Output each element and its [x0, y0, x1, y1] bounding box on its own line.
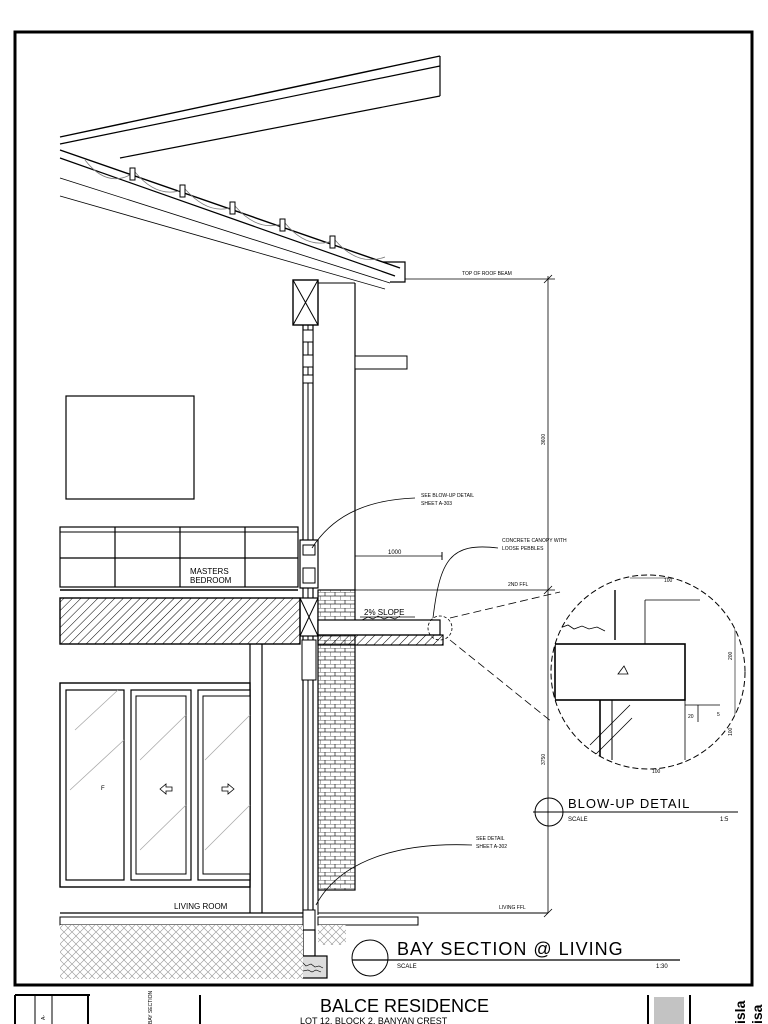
blowup-dim-100-top: 100: [664, 578, 673, 584]
second-ffl-label: 2ND FFL: [508, 582, 529, 588]
dim-3750: 3750: [541, 754, 547, 765]
see-detail-line1: SEE DETAIL: [476, 836, 505, 842]
living-room-doors: [59, 644, 263, 913]
roof: [59, 55, 441, 290]
dim-1000: 1000: [388, 550, 402, 556]
floor-slab: [59, 589, 444, 646]
title-block: [14, 994, 691, 1024]
blowup-title: BLOW-UP DETAIL: [568, 796, 690, 811]
blowup-scale-label: SCALE: [568, 817, 588, 823]
dim-3600: 3600: [541, 434, 547, 445]
sheet-border: [13, 30, 754, 987]
sheet-title: BAY SECTION: [148, 990, 154, 1024]
canopy-line1: CONCRETE CANOPY WITH: [502, 538, 567, 544]
see-blowup-line2: SHEET A-303: [421, 501, 452, 507]
brand-line1: isla: [732, 1000, 748, 1024]
door-f-label: F: [101, 786, 105, 792]
sheet-number: A-: [41, 1015, 47, 1020]
canopy-line2: LOOSE PEBBLES: [502, 546, 544, 552]
ground: [59, 912, 548, 979]
balcony-railing: [59, 526, 299, 588]
section-title-marker: [351, 939, 389, 977]
blowup-dim-100-side: 100: [728, 727, 734, 736]
section-title: BAY SECTION @ LIVING: [397, 939, 624, 959]
blowup-dim-5: 5: [717, 712, 720, 718]
blowup-callout: [427, 574, 746, 770]
window-upper: [65, 395, 195, 500]
section-scale-label: SCALE: [397, 964, 417, 970]
blowup-scale-value: 1:5: [720, 817, 729, 823]
see-detail-line2: SHEET A-302: [476, 844, 507, 850]
masters-label: MASTERS: [190, 567, 229, 576]
project-title: BALCE RESIDENCE: [320, 996, 489, 1016]
living-room-label: LIVING ROOM: [174, 902, 228, 911]
blowup-dim-100-bottom: 100: [652, 769, 661, 775]
see-blowup-line1: SEE BLOW-UP DETAIL: [421, 493, 474, 499]
project-address: LOT 12, BLOCK 2, BANYAN CREST: [300, 1016, 448, 1024]
brand-line2: isa: [749, 1004, 765, 1024]
living-ffl-label: LIVING FFL: [499, 905, 526, 911]
blowup-dim-20: 20: [688, 714, 694, 720]
slope-label: 2% SLOPE: [364, 608, 404, 617]
bedroom-label: BEDROOM: [190, 576, 232, 585]
blowup-dim-200: 200: [728, 651, 734, 660]
wall-column: [292, 279, 408, 979]
top-of-roof-beam-label: TOP OF ROOF BEAM: [462, 271, 512, 277]
dimensions: [311, 274, 555, 918]
section-scale-value: 1:30: [656, 964, 668, 970]
